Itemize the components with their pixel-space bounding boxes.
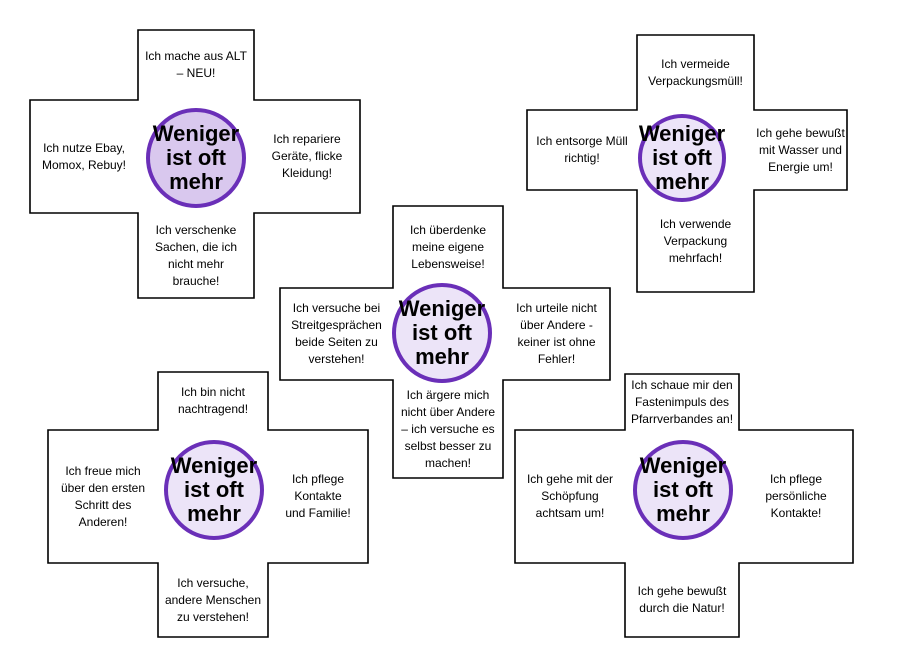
arm-text-bottom-top-right: Ich verwende Verpackung mehrfach! — [659, 216, 732, 265]
center-title-bottom-left: Weniger ist oft mehr — [170, 453, 258, 526]
arm-text-bottom-top-left: Ich verschenke Sachen, die ich nicht meh… — [154, 222, 238, 288]
center-circle-bottom-left — [164, 440, 264, 540]
arm-text-right-middle: Ich urteile nicht über Andere - keiner i… — [516, 301, 597, 366]
center-circle-bottom-right — [633, 440, 733, 540]
arm-text-left-bottom-right: Ich gehe mit der Schöpfung achtsam um! — [526, 472, 614, 520]
arm-text-top-bottom-right: Ich schaue mir den Fastenimpuls des Pfar… — [630, 377, 734, 426]
center-circle-top-left — [146, 108, 246, 208]
arm-text-right-top-right: Ich gehe bewußt mit Wasser und Energie u… — [756, 125, 845, 174]
arm-text-left-middle: Ich versuche bei Streitgesprächen beide … — [291, 301, 382, 366]
arm-text-left-top-left: Ich nutze Ebay, Momox, Rebuy! — [41, 140, 127, 172]
arm-text-left-top-right: Ich entsorge Müll richtig! — [536, 134, 628, 165]
center-title-top-right: Weniger ist oft mehr — [638, 121, 726, 194]
arm-text-bottom-bottom-right: Ich gehe bewußt durch die Natur! — [637, 584, 727, 615]
arm-text-top-top-right: Ich vermeide Verpackungsmüll! — [648, 56, 743, 88]
arm-text-right-bottom-right: Ich pflege persönliche Kontakte! — [765, 472, 827, 520]
center-title-bottom-right: Weniger ist oft mehr — [639, 453, 727, 526]
arm-text-left-bottom-left: Ich freue mich über den ersten Schritt d… — [60, 463, 146, 529]
arm-text-top-top-left: Ich mache aus ALT – NEU! — [145, 49, 247, 80]
arm-text-bottom-middle: Ich ärgere mich nicht über Andere – ich … — [400, 387, 496, 470]
center-circle-top-right — [638, 114, 726, 202]
arm-text-top-middle: Ich überdenke meine eigene Lebensweise! — [409, 222, 487, 271]
arm-text-bottom-bottom-left: Ich versuche, andere Menschen zu versteh… — [164, 575, 262, 624]
arm-text-top-bottom-left: Ich bin nicht nachtragend! — [177, 385, 249, 416]
center-title-top-left: Weniger ist oft mehr — [152, 121, 240, 194]
center-title-middle: Weniger ist oft mehr — [398, 296, 486, 369]
center-circle-middle — [392, 283, 492, 383]
arm-text-right-bottom-left: Ich pflege Kontakte und Familie! — [285, 472, 351, 520]
arm-text-right-top-left: Ich repariere Geräte, flicke Kleidung! — [271, 132, 343, 180]
